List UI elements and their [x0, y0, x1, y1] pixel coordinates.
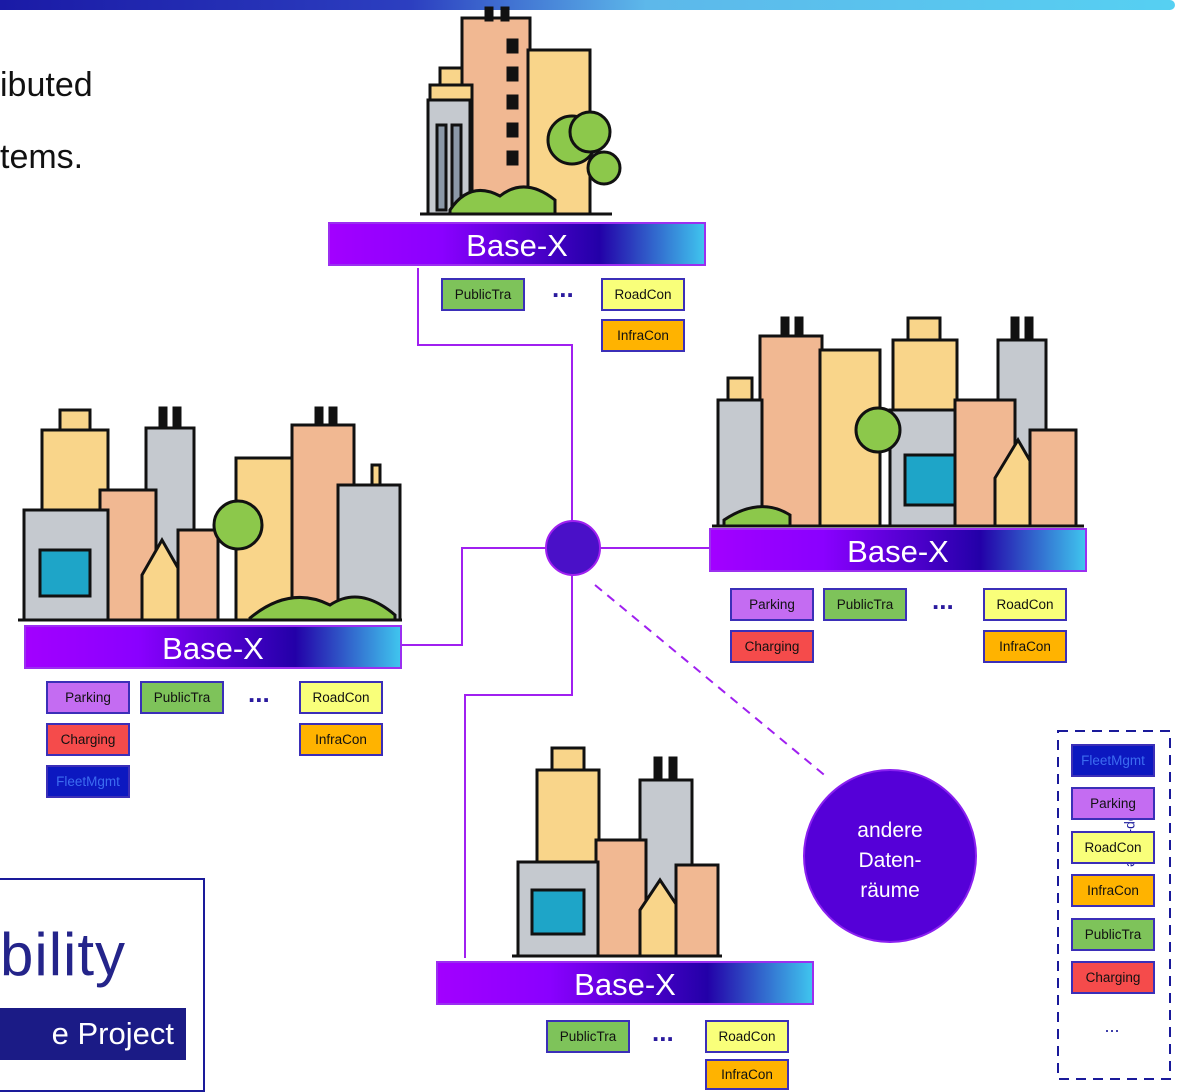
- base-x-bar-left: Base-X: [24, 625, 402, 669]
- project-logo-tagline: e Project: [0, 1008, 186, 1060]
- apps-more-ellipsis: ...: [652, 1017, 674, 1047]
- link-left: [402, 547, 548, 646]
- app-chip-roadcon[interactable]: RoadCon: [705, 1020, 789, 1053]
- link-top: [417, 268, 573, 525]
- base-x-bar-right: Base-X: [709, 528, 1087, 572]
- store-item-infracon[interactable]: InfraCon: [1071, 874, 1155, 907]
- apps-more-ellipsis: ...: [932, 585, 954, 615]
- app-chip-infracon[interactable]: InfraCon: [705, 1059, 789, 1090]
- app-chip-fleetmgmt[interactable]: FleetMgmt: [46, 765, 130, 798]
- app-chip-roadcon[interactable]: RoadCon: [601, 278, 685, 311]
- connection-lines: [402, 268, 712, 958]
- app-chip-infracon[interactable]: InfraCon: [983, 630, 1067, 663]
- store-item-fleetmgmt[interactable]: FleetMgmt: [1071, 744, 1155, 777]
- city-right-icon: [712, 316, 1084, 528]
- store-item-roadcon[interactable]: RoadCon: [1071, 831, 1155, 864]
- city-left-icon: [18, 406, 402, 622]
- other-spaces-line-3: räume: [860, 879, 920, 902]
- apps-more-ellipsis: ...: [552, 273, 574, 303]
- city-top-icon: [420, 6, 622, 216]
- app-chip-publictra[interactable]: PublicTra: [823, 588, 907, 621]
- app-chip-publictra[interactable]: PublicTra: [546, 1020, 630, 1053]
- other-spaces-circle: [803, 769, 977, 943]
- dashed-link-other-spaces: [594, 584, 829, 779]
- other-spaces-line-1: andere: [857, 819, 923, 842]
- app-chip-parking[interactable]: Parking: [730, 588, 814, 621]
- base-x-bar-top: Base-X: [328, 222, 706, 266]
- apps-more-ellipsis: ...: [248, 678, 270, 708]
- app-chip-publictra[interactable]: PublicTra: [441, 278, 525, 311]
- app-chip-parking[interactable]: Parking: [46, 681, 130, 714]
- hub-node: [545, 520, 601, 576]
- project-logo-wordmark: bility: [0, 921, 127, 988]
- slide-text-line-2: tems.: [0, 138, 84, 176]
- app-chip-infracon[interactable]: InfraCon: [601, 319, 685, 352]
- other-spaces-line-2: Daten-: [858, 849, 922, 872]
- app-chip-infracon[interactable]: InfraCon: [299, 723, 383, 756]
- store-more-ellipsis: ...: [1104, 1016, 1120, 1036]
- base-x-bar-bottom: Base-X: [436, 961, 814, 1005]
- store-item-parking[interactable]: Parking: [1071, 787, 1155, 820]
- other-spaces-label: andere Daten- räume: [815, 816, 965, 906]
- link-bottom: [464, 572, 573, 958]
- app-chip-charging[interactable]: Charging: [46, 723, 130, 756]
- app-chip-roadcon[interactable]: RoadCon: [299, 681, 383, 714]
- app-chip-roadcon[interactable]: RoadCon: [983, 588, 1067, 621]
- city-bottom-icon: [512, 746, 722, 958]
- project-logo-frame: [0, 878, 205, 1092]
- top-accent-bar: [0, 0, 1175, 10]
- app-store-box: [1057, 730, 1171, 1080]
- store-item-charging[interactable]: Charging: [1071, 961, 1155, 994]
- app-chip-charging[interactable]: Charging: [730, 630, 814, 663]
- store-item-publictra[interactable]: PublicTra: [1071, 918, 1155, 951]
- app-chip-publictra[interactable]: PublicTra: [140, 681, 224, 714]
- slide-text-line-1: ibuted: [0, 66, 93, 104]
